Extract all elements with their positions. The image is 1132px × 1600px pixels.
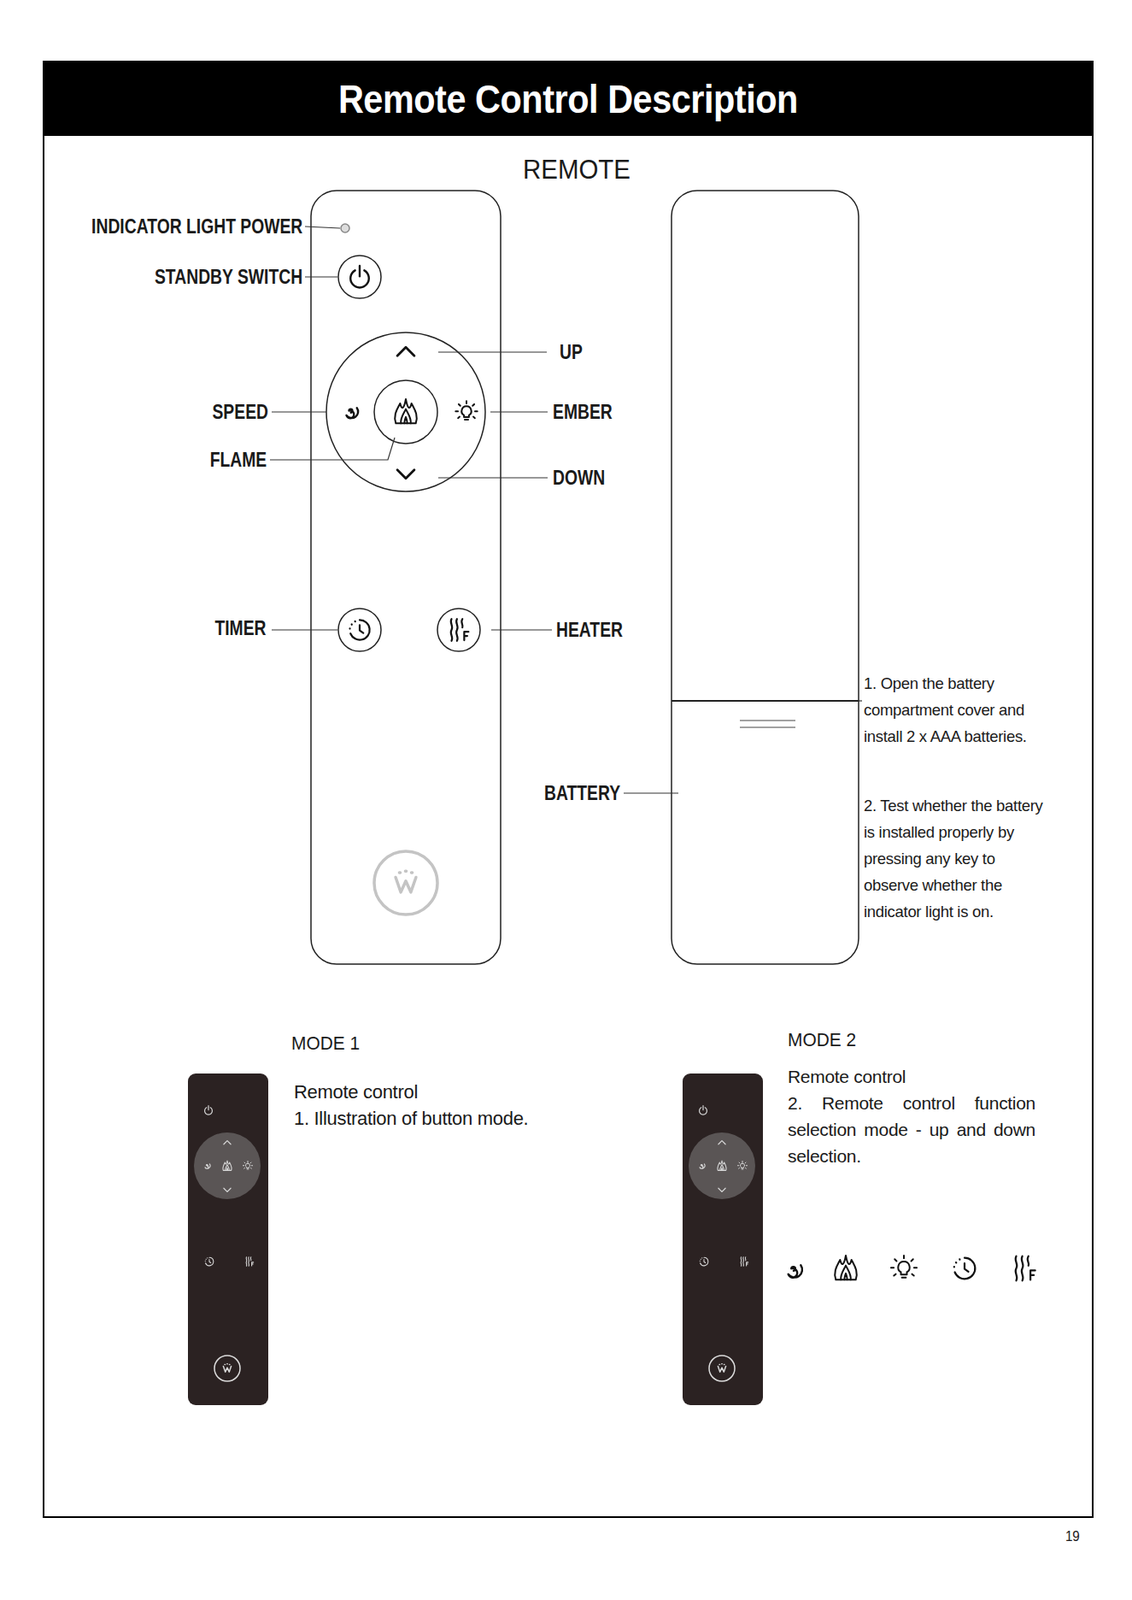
power-icon [205, 1105, 213, 1115]
speed-icon [699, 1163, 705, 1168]
logo-icon [717, 1363, 726, 1373]
battery-cover-seam [671, 699, 859, 702]
leader-lines [269, 226, 863, 793]
direction-pad [326, 332, 486, 492]
remote-front [310, 190, 501, 964]
flame-icon [394, 398, 417, 423]
view-heading: REMOTE [522, 154, 631, 186]
instruction-note: 2. Test whether the battery is installed… [863, 791, 1054, 925]
power-icon [350, 265, 370, 288]
flame-icon [834, 1255, 857, 1279]
standby-button [338, 255, 382, 299]
ember-icon [455, 400, 477, 420]
speed-icon [205, 1163, 211, 1168]
flame-button [374, 380, 438, 444]
mode1-remote [187, 1073, 269, 1405]
flame-icon [222, 1160, 232, 1170]
part-label: FLAME [209, 448, 267, 472]
heater-icon [451, 618, 470, 641]
instruction-note: 1. Open the battery compartment cover an… [863, 669, 1054, 750]
heater-icon [246, 1256, 254, 1267]
mode-description: 1. Illustration of button mode. [293, 1104, 636, 1132]
part-label: BATTERY [544, 781, 621, 805]
heater-icon [740, 1256, 749, 1267]
part-label: INDICATOR LIGHT POWER [91, 215, 303, 239]
part-label: STANDBY SWITCH [154, 265, 303, 289]
mode2-remote [682, 1073, 763, 1405]
up-icon [718, 1140, 726, 1144]
timer-icon [350, 619, 370, 640]
speed-icon [788, 1264, 803, 1277]
speed-icon [346, 407, 359, 418]
logo-icon [395, 870, 417, 892]
timer-button [338, 608, 382, 652]
down-icon [718, 1187, 726, 1191]
part-label: SPEED [211, 400, 269, 424]
up-icon [397, 346, 415, 356]
page-title: Remote Control Description [338, 76, 798, 123]
part-label: EMBER [552, 400, 613, 424]
indicator-light [340, 223, 350, 233]
up-icon [223, 1140, 231, 1144]
timer-icon [205, 1256, 214, 1266]
part-label: UP [559, 340, 583, 364]
page-border [43, 61, 1093, 1517]
part-label: HEATER [556, 618, 623, 642]
timer-icon [954, 1257, 975, 1279]
ember-icon [242, 1160, 253, 1169]
ember-icon [737, 1160, 747, 1169]
ember-icon [891, 1255, 917, 1278]
mode-heading: MODE 1 [291, 1032, 360, 1055]
page-number: 19 [1065, 1528, 1080, 1544]
mode-description: Remote control [293, 1078, 636, 1105]
mode-heading: MODE 2 [787, 1028, 857, 1051]
down-icon [223, 1187, 231, 1191]
mode-description: Remote control [787, 1062, 1036, 1090]
down-icon [397, 469, 415, 479]
remote-back [671, 190, 859, 964]
title-band: Remote Control Description [43, 61, 1093, 136]
part-label: DOWN [552, 466, 605, 490]
heater-icon [1015, 1255, 1036, 1281]
part-label: TIMER [215, 616, 267, 640]
logo-icon [222, 1363, 231, 1373]
power-icon [699, 1105, 708, 1115]
mode-description: 2. Remote control function selection mod… [787, 1089, 1036, 1169]
brand-logo [374, 850, 438, 915]
heater-button [437, 608, 481, 652]
timer-icon [699, 1256, 709, 1266]
flame-icon [717, 1160, 727, 1170]
